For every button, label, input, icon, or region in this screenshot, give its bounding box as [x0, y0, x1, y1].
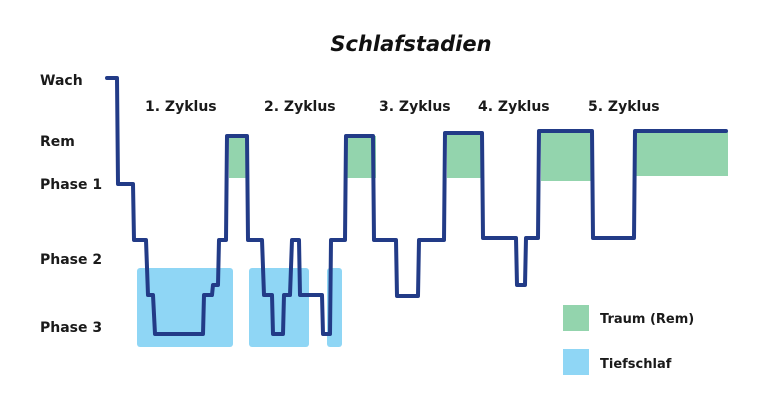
deep-sleep-area	[137, 268, 233, 347]
y-label-phase-3: Phase 3	[40, 320, 102, 336]
y-label-phase-1: Phase 1	[40, 177, 102, 193]
legend-label-rem: Traum (Rem)	[600, 312, 694, 327]
rem-area	[541, 131, 594, 181]
cycle-label-4: 4. Zyklus	[478, 99, 550, 115]
hypnogram-line	[105, 76, 728, 336]
cycle-label-2: 2. Zyklus	[264, 99, 336, 115]
legend-swatch-rem	[563, 305, 589, 331]
cycle-label-3: 3. Zyklus	[379, 99, 451, 115]
y-label-phase-2: Phase 2	[40, 252, 102, 268]
y-label-wach: Wach	[40, 73, 83, 89]
rem-area	[229, 136, 248, 178]
rem-area	[447, 133, 483, 178]
cycle-label-5: 5. Zyklus	[588, 99, 660, 115]
legend: Traum (Rem) Tiefschlaf	[563, 305, 694, 375]
legend-label-deep: Tiefschlaf	[600, 357, 672, 372]
cycle-label-1: 1. Zyklus	[145, 99, 217, 115]
chart-title: Schlafstadien	[330, 32, 491, 56]
rem-areas	[229, 131, 728, 181]
deep-sleep-area	[287, 268, 309, 347]
y-label-rem: Rem	[40, 134, 75, 150]
rem-area	[636, 131, 728, 176]
legend-swatch-deep	[563, 349, 589, 375]
